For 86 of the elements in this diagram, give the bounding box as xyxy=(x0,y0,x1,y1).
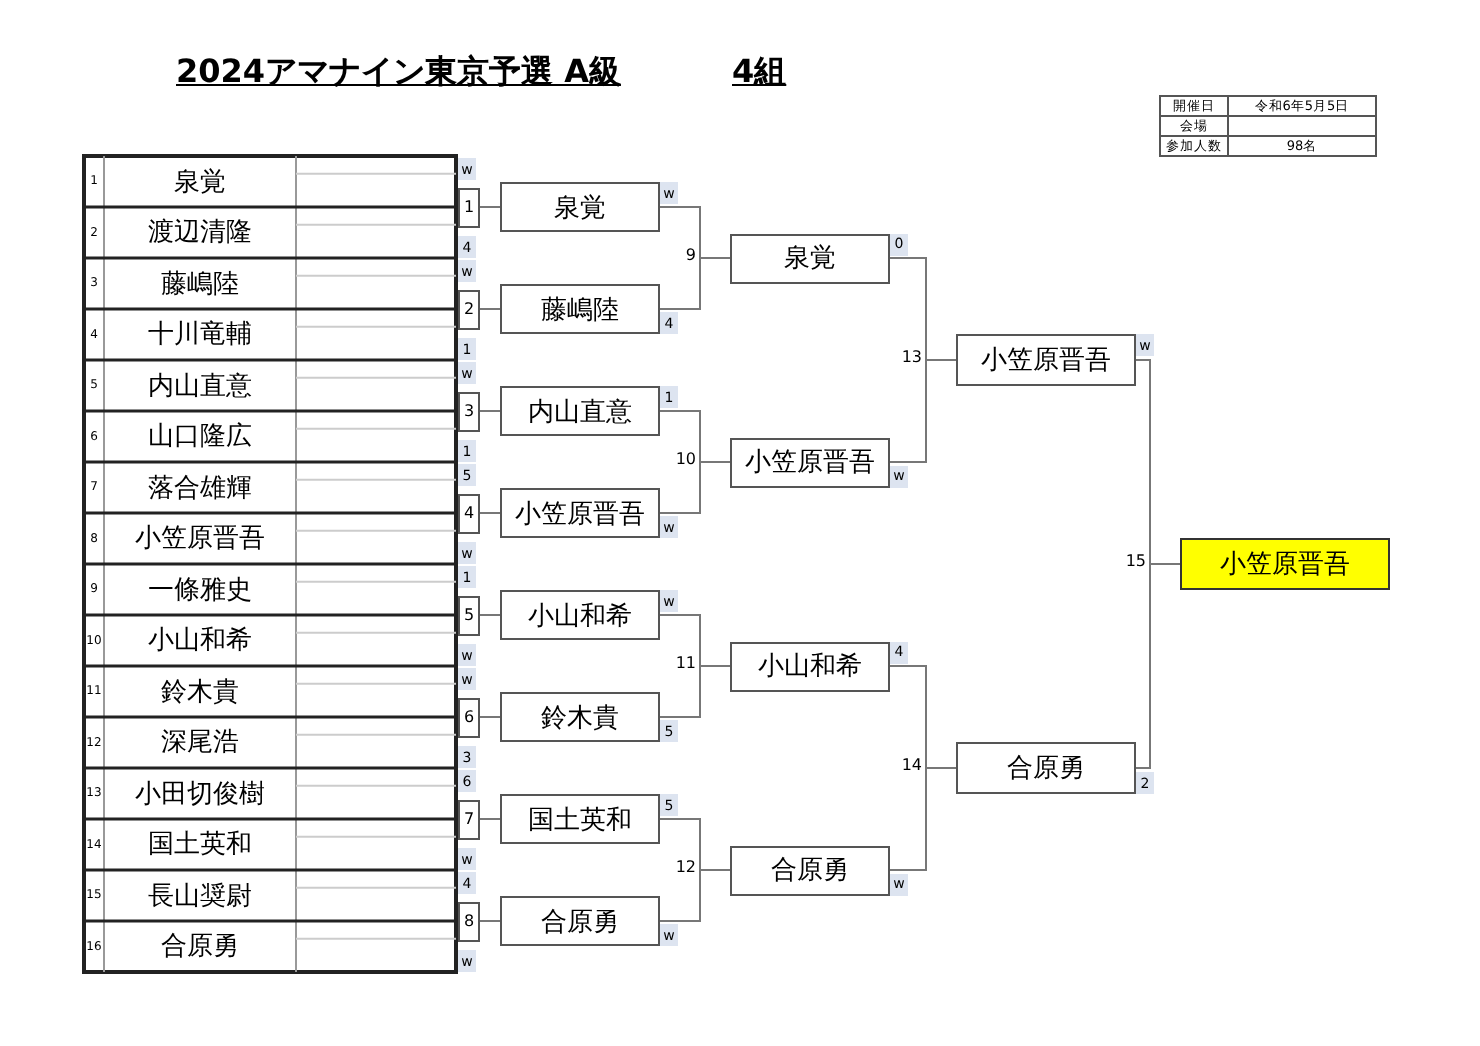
match-box xyxy=(500,386,660,436)
match-number: 5 xyxy=(463,606,475,624)
bracket-line xyxy=(479,920,501,922)
match-box xyxy=(500,182,660,232)
bracket-line xyxy=(659,869,731,922)
match-number: 9 xyxy=(683,246,696,268)
player-name: 藤嶋陸 xyxy=(159,267,241,302)
player-name: 合原勇 xyxy=(541,905,619,939)
match-number-cell xyxy=(458,901,480,941)
match-number: 8 xyxy=(463,912,475,930)
bracket-line xyxy=(889,359,957,463)
player-name: 小笠原晋吾 xyxy=(515,497,645,531)
match-box xyxy=(730,437,890,487)
bracket-line xyxy=(479,716,501,718)
player-name: 鈴木貴 xyxy=(159,675,241,710)
player-name: 小笠原晋吾 xyxy=(1220,548,1350,582)
match-number: 2 xyxy=(463,300,475,318)
match-box xyxy=(500,488,660,538)
bracket-line xyxy=(659,461,731,514)
match-box xyxy=(500,896,660,946)
bracket-line xyxy=(659,665,731,718)
bracket-line xyxy=(479,206,501,208)
player-name: 泉覚 xyxy=(554,191,606,225)
bracket-line xyxy=(659,257,731,310)
match-box xyxy=(956,742,1136,794)
match-number: 15 xyxy=(1123,552,1146,574)
match-box xyxy=(956,334,1136,386)
match-number-cell xyxy=(458,187,480,227)
player-name: 泉覚 xyxy=(172,165,228,200)
bracket-line xyxy=(479,818,501,820)
champion-box xyxy=(1180,538,1390,590)
match-number: 6 xyxy=(463,708,475,726)
match-number-cell xyxy=(458,799,480,839)
player-name: 泉覚 xyxy=(784,242,836,276)
player-name: 小笠原晋吾 xyxy=(133,522,267,557)
player-name: 内山直意 xyxy=(146,369,254,404)
player-name: 長山奨尉 xyxy=(146,879,254,914)
player-name: 小山和希 xyxy=(758,650,862,684)
player-name: 小山和希 xyxy=(146,624,254,659)
match-box xyxy=(730,845,890,895)
match-number: 7 xyxy=(463,810,475,828)
player-name: 合原勇 xyxy=(159,930,241,965)
match-box xyxy=(500,284,660,334)
match-number: 14 xyxy=(899,756,922,778)
match-number-cell xyxy=(458,697,480,737)
player-name: 合原勇 xyxy=(1007,752,1085,786)
player-name: 十川竜輔 xyxy=(146,318,254,353)
match-box xyxy=(500,590,660,640)
match-number: 4 xyxy=(463,504,475,522)
player-name: 深尾浩 xyxy=(159,726,241,761)
title: 2024アマナイン東京予選 A級 xyxy=(176,52,621,94)
match-number: 13 xyxy=(899,348,922,370)
player-name: 落合雄輝 xyxy=(146,471,254,506)
player-name: 山口隆広 xyxy=(146,420,254,455)
player-name: 藤嶋陸 xyxy=(541,293,619,327)
player-name: 内山直意 xyxy=(528,395,632,429)
player-name: 小山和希 xyxy=(528,599,632,633)
player-name: 小笠原晋吾 xyxy=(981,344,1111,378)
match-number: 10 xyxy=(673,450,696,472)
match-box xyxy=(730,641,890,691)
match-number-cell xyxy=(458,289,480,329)
bracket-line xyxy=(479,614,501,616)
match-box xyxy=(500,692,660,742)
match-number-cell xyxy=(458,493,480,533)
bracket-line xyxy=(479,308,501,310)
match-number: 3 xyxy=(463,402,475,420)
bracket-line xyxy=(1135,563,1181,769)
match-number: 11 xyxy=(673,654,696,676)
player-name: 合原勇 xyxy=(771,854,849,888)
player-name: 鈴木貴 xyxy=(541,701,619,735)
player-name: 渡辺清隆 xyxy=(146,216,254,251)
player-name: 国土英和 xyxy=(528,803,632,837)
match-number: 12 xyxy=(673,858,696,880)
match-box xyxy=(500,794,660,844)
bracket-line xyxy=(889,767,957,871)
group-label: 4組 xyxy=(732,52,787,94)
player-name: 小笠原晋吾 xyxy=(745,446,875,480)
player-name: 国土英和 xyxy=(146,828,254,863)
bracket-line xyxy=(479,410,501,412)
match-number-cell xyxy=(458,595,480,635)
player-name: 一條雅史 xyxy=(146,573,254,608)
player-name: 小田切俊樹 xyxy=(133,777,267,812)
match-box xyxy=(730,233,890,283)
match-number: 1 xyxy=(463,198,475,216)
match-number-cell xyxy=(458,391,480,431)
bracket-line xyxy=(479,512,501,514)
